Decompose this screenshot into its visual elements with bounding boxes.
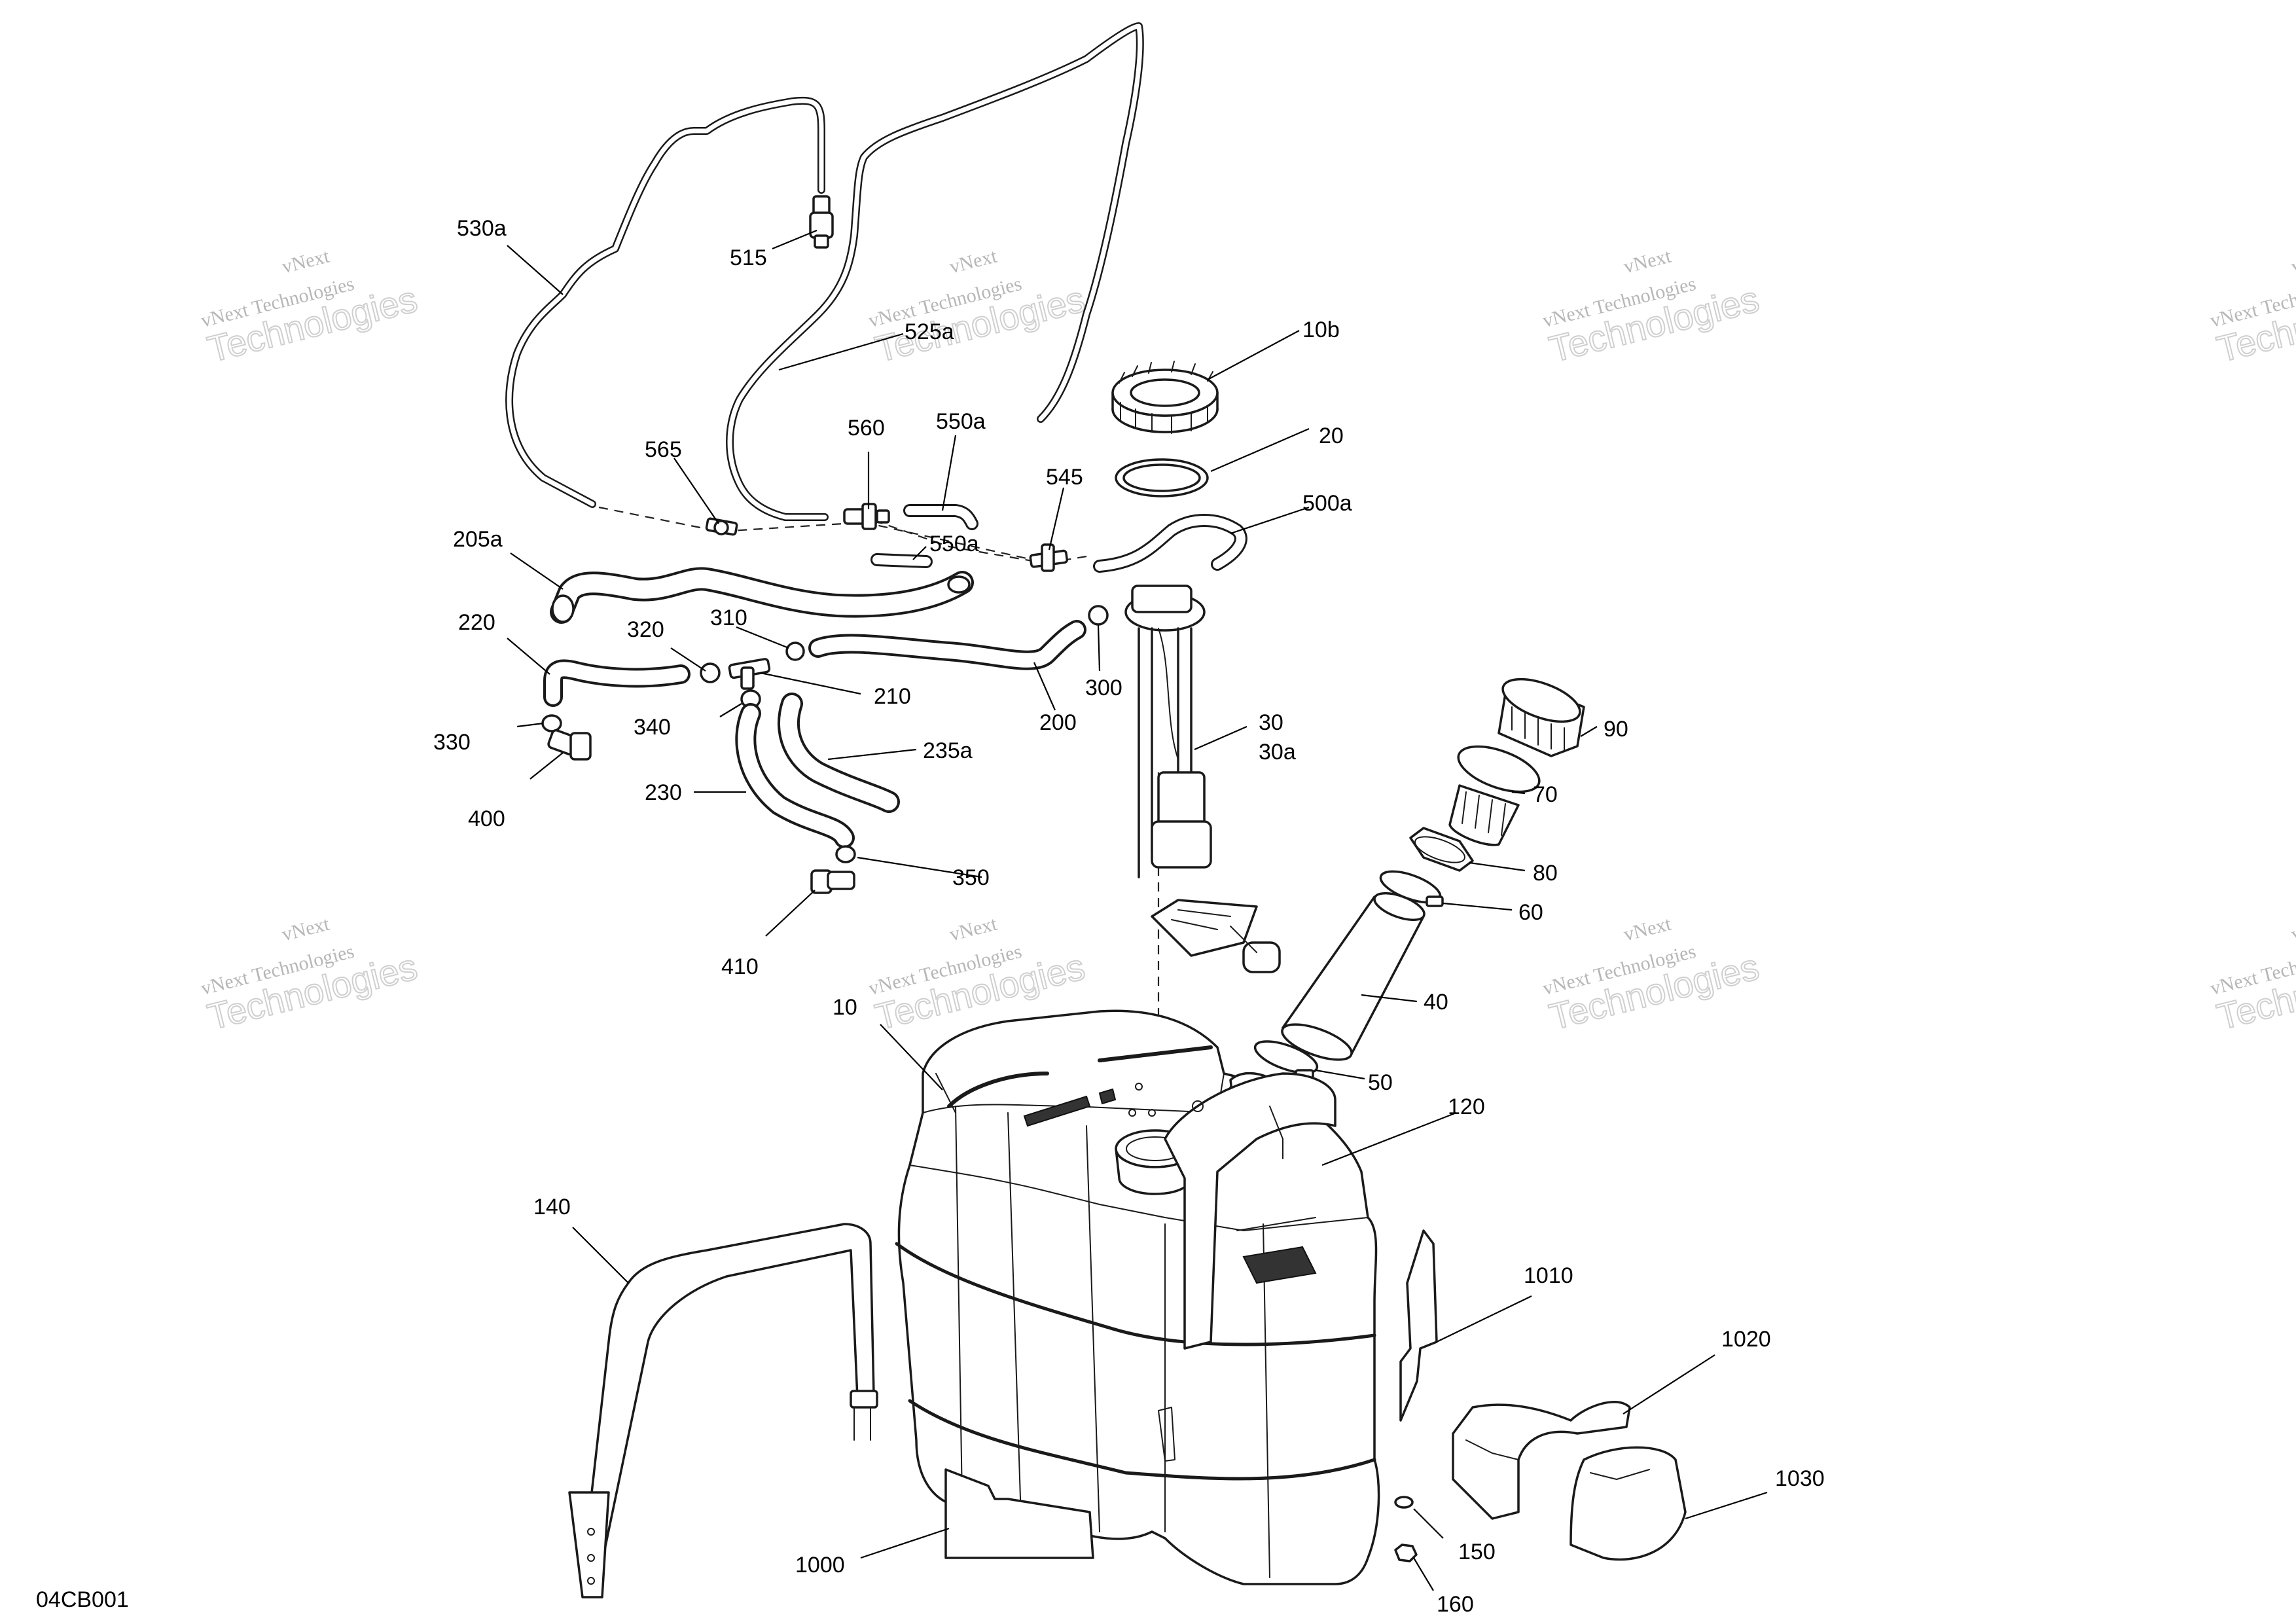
clamp-310 bbox=[785, 641, 805, 661]
watermark: vNext vNext Technologies Technologies bbox=[1541, 245, 1764, 370]
callout-1020: 1020 bbox=[1721, 1327, 1771, 1352]
watermark-line1: vNext bbox=[947, 245, 999, 278]
elbow-fitting-400 bbox=[547, 729, 592, 761]
callout-60: 60 bbox=[1518, 900, 1543, 925]
callout-150: 150 bbox=[1458, 1540, 1496, 1564]
filler-hose-40 bbox=[1281, 892, 1426, 1061]
watermark: vNext vNext Technologies Technologies bbox=[2208, 245, 2296, 370]
check-valve-560 bbox=[843, 503, 890, 530]
seal-20 bbox=[1115, 458, 1209, 497]
watermark: vNext vNext Technologies Technologies bbox=[199, 245, 422, 370]
callout-120: 120 bbox=[1448, 1094, 1485, 1119]
hose-220 bbox=[543, 659, 691, 707]
callout-50: 50 bbox=[1368, 1070, 1393, 1095]
hose-550a-top bbox=[903, 504, 978, 530]
clamp-330 bbox=[541, 714, 562, 732]
filler-cap-90 bbox=[1498, 677, 1585, 757]
clamp-350 bbox=[835, 845, 856, 863]
callout-30: 30 bbox=[1259, 710, 1283, 735]
callout-300: 300 bbox=[1085, 676, 1122, 700]
watermark-line1: vNext bbox=[279, 245, 332, 278]
callout-80: 80 bbox=[1533, 861, 1558, 886]
callout-525a: 525a bbox=[905, 319, 954, 344]
hose-550a-low bbox=[870, 553, 933, 568]
watermark-line1: vNext bbox=[2289, 912, 2296, 945]
callout-500a: 500a bbox=[1302, 491, 1352, 516]
vent-valve-515 bbox=[809, 195, 834, 249]
watermark-line1: vNext bbox=[1621, 912, 1674, 945]
clamp-320 bbox=[700, 662, 721, 683]
watermark-line1: vNext bbox=[279, 912, 332, 945]
callout-labels: 530a 515 525a 10b 20 565 560 550a 545 50… bbox=[433, 216, 1825, 1617]
callout-235a: 235a bbox=[923, 738, 973, 763]
hose-500a bbox=[1093, 514, 1247, 573]
callout-565: 565 bbox=[645, 437, 682, 462]
callout-40: 40 bbox=[1424, 990, 1448, 1015]
callout-330: 330 bbox=[433, 730, 471, 755]
leader-lines bbox=[507, 229, 1768, 1591]
callout-140: 140 bbox=[533, 1195, 571, 1219]
callout-30a: 30a bbox=[1259, 740, 1296, 765]
callout-545: 545 bbox=[1046, 465, 1083, 490]
watermark-line1: vNext bbox=[2289, 245, 2296, 278]
watermark: vNext vNext Technologies Technologies bbox=[1541, 912, 1764, 1038]
heat-shield-1020 bbox=[1452, 1401, 1631, 1520]
vent-hose-530a bbox=[505, 96, 825, 508]
callout-1030: 1030 bbox=[1775, 1466, 1825, 1491]
callout-515: 515 bbox=[730, 245, 767, 270]
callout-70: 70 bbox=[1533, 782, 1558, 807]
heat-shield-1000 bbox=[944, 1468, 1094, 1559]
callout-205a: 205a bbox=[453, 527, 503, 552]
fitting-565 bbox=[705, 517, 738, 536]
washer-150 bbox=[1394, 1496, 1414, 1509]
callout-1010: 1010 bbox=[1524, 1263, 1573, 1288]
watermark-line1: vNext bbox=[1621, 245, 1674, 278]
callout-200: 200 bbox=[1039, 710, 1077, 735]
elbow-fitting-410 bbox=[810, 869, 855, 894]
vent-hose-525a bbox=[726, 22, 1144, 521]
strap-140 bbox=[568, 1223, 878, 1598]
hose-200 bbox=[808, 620, 1086, 670]
callout-560: 560 bbox=[848, 416, 885, 441]
callout-310: 310 bbox=[710, 605, 747, 630]
watermark: vNext vNext Technologies Technologies bbox=[867, 245, 1090, 370]
watermark: vNext vNext Technologies Technologies bbox=[2208, 912, 2296, 1038]
callout-230: 230 bbox=[645, 780, 682, 805]
hose-205a bbox=[550, 567, 974, 624]
lock-ring-10b bbox=[1111, 361, 1219, 434]
callout-530a: 530a bbox=[457, 216, 507, 241]
filler-neck-70 bbox=[1448, 745, 1541, 846]
callout-10: 10 bbox=[833, 995, 857, 1020]
fuel-pump-module-30 bbox=[1124, 585, 1281, 973]
callout-340: 340 bbox=[634, 715, 671, 740]
callout-90: 90 bbox=[1604, 717, 1628, 742]
fuel-tank-10 bbox=[895, 1009, 1380, 1585]
watermark-line1: vNext bbox=[947, 912, 999, 945]
callout-220: 220 bbox=[458, 610, 495, 635]
tee-210 bbox=[728, 658, 771, 690]
callout-550a-low: 550a bbox=[929, 532, 979, 556]
nut-80 bbox=[1409, 827, 1474, 872]
heat-shield-1010 bbox=[1399, 1229, 1438, 1422]
callout-210: 210 bbox=[874, 684, 911, 709]
clamp-300 bbox=[1088, 605, 1109, 626]
drawing-id: 04CB001 bbox=[36, 1587, 129, 1612]
callout-320: 320 bbox=[627, 617, 664, 642]
callout-550a-top: 550a bbox=[936, 409, 986, 434]
callout-410: 410 bbox=[721, 954, 759, 979]
callout-20: 20 bbox=[1319, 424, 1344, 448]
nut-160 bbox=[1394, 1543, 1418, 1562]
callout-10b: 10b bbox=[1302, 317, 1340, 342]
hose-235a bbox=[778, 693, 900, 813]
watermark: vNext vNext Technologies Technologies bbox=[199, 912, 422, 1038]
tee-fitting-545 bbox=[1029, 543, 1069, 572]
callout-400: 400 bbox=[468, 806, 505, 831]
callout-1000: 1000 bbox=[795, 1553, 845, 1578]
callout-160: 160 bbox=[1437, 1592, 1474, 1617]
heat-shield-1030 bbox=[1570, 1446, 1687, 1561]
callout-350: 350 bbox=[952, 865, 990, 890]
hose-230 bbox=[735, 703, 855, 848]
